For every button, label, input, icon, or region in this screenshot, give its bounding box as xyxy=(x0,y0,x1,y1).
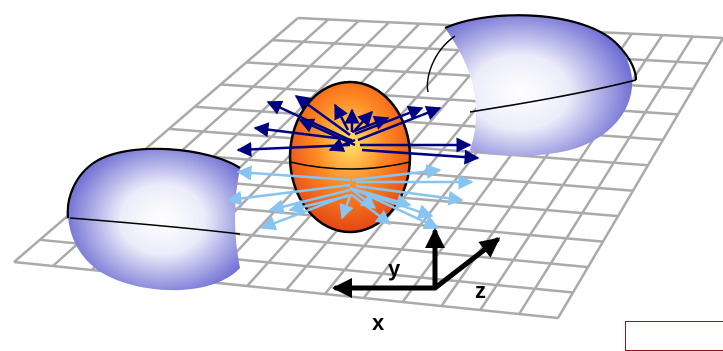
outward-arrow-light xyxy=(349,186,412,209)
y-axis-label: y xyxy=(388,256,401,281)
dark-arrows xyxy=(236,94,480,165)
left-cap-body xyxy=(67,148,240,291)
z-axis-label: z xyxy=(475,278,486,303)
outward-arrow-dark xyxy=(328,138,356,152)
left-cap-rim xyxy=(66,147,241,219)
outward-arrow-light xyxy=(349,187,377,209)
right-cap-body xyxy=(445,15,633,156)
outward-arrow-dark xyxy=(354,110,374,131)
outward-arrow-light xyxy=(351,164,442,182)
grid-line-column xyxy=(13,17,299,263)
outward-arrow-light xyxy=(236,165,351,182)
caption-frame xyxy=(625,321,723,351)
left-cap xyxy=(66,147,241,291)
outward-arrow-light xyxy=(351,194,392,225)
outward-arrow-light xyxy=(226,183,351,206)
outward-arrow-light xyxy=(288,193,353,215)
right-cap-rim xyxy=(444,14,638,81)
coordinate-axes xyxy=(332,228,501,298)
grid-line-column xyxy=(556,37,723,319)
outward-arrow-light xyxy=(268,188,351,215)
diagram-canvas: y x z xyxy=(13,14,723,334)
right-cap-inner-edge xyxy=(426,35,456,93)
z-axis-arrow xyxy=(432,237,501,291)
left-cap-equator xyxy=(69,217,241,235)
outward-arrow-dark xyxy=(298,118,356,147)
outward-arrow-light xyxy=(355,184,464,206)
outward-arrow-dark xyxy=(333,103,350,131)
outward-arrow-dark xyxy=(361,148,480,165)
outward-arrow-light xyxy=(339,195,354,220)
outward-arrow-dark xyxy=(351,115,390,134)
grid-line-column xyxy=(518,35,694,315)
core-equator xyxy=(289,161,411,170)
outward-arrow-dark xyxy=(294,94,351,137)
x-axis-label: x xyxy=(372,310,385,334)
light-arrows xyxy=(226,164,474,231)
outward-arrow-dark xyxy=(354,105,424,136)
right-cap xyxy=(426,14,638,156)
right-cap-equator xyxy=(469,79,637,113)
outward-arrow-dark xyxy=(253,122,353,142)
outward-arrow-dark xyxy=(357,105,442,142)
